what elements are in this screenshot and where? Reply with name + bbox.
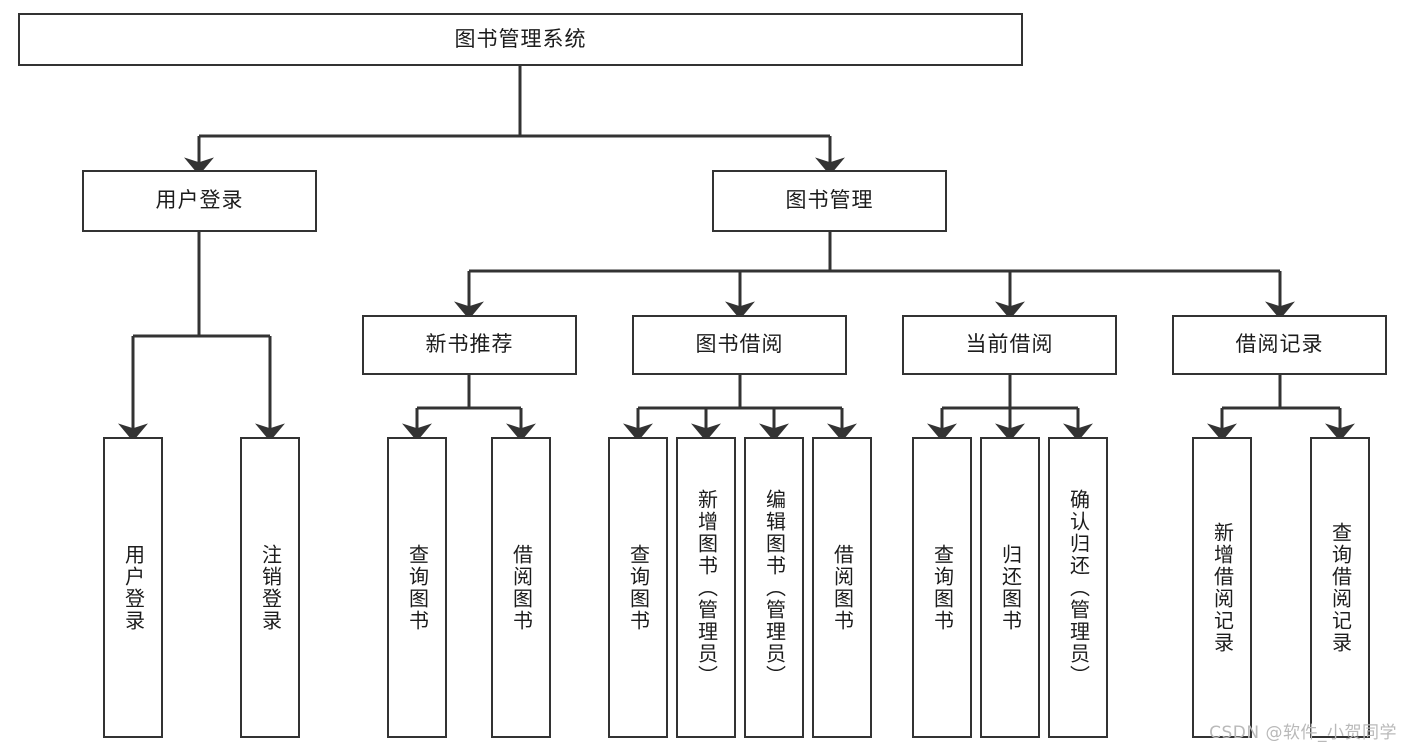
- node-leaf-edit-book[interactable]: 编辑图书（管理员）: [744, 437, 804, 738]
- node-leaf-user-login-label: 用户登录: [121, 543, 146, 632]
- node-leaf-return-book-label: 归还图书: [998, 543, 1023, 632]
- node-new-book-recommend[interactable]: 新书推荐: [362, 315, 577, 375]
- node-leaf-query-book-1[interactable]: 查询图书: [387, 437, 447, 738]
- node-leaf-query-book-2[interactable]: 查询图书: [608, 437, 668, 738]
- node-leaf-borrow-book-2[interactable]: 借阅图书: [812, 437, 872, 738]
- node-current-borrow[interactable]: 当前借阅: [902, 315, 1117, 375]
- node-leaf-query-book-3-label: 查询图书: [930, 543, 955, 632]
- node-leaf-edit-book-label: 编辑图书（管理员）: [762, 488, 787, 687]
- node-leaf-add-record-label: 新增借阅记录: [1210, 521, 1235, 654]
- node-leaf-borrow-book-2-label: 借阅图书: [830, 543, 855, 632]
- watermark-text: CSDN @软件_小贺同学: [1209, 723, 1397, 743]
- node-leaf-query-book-2-label: 查询图书: [626, 543, 651, 632]
- node-leaf-query-record-label: 查询借阅记录: [1328, 521, 1353, 654]
- node-leaf-return-book[interactable]: 归还图书: [980, 437, 1040, 738]
- node-leaf-query-book-1-label: 查询图书: [405, 543, 430, 632]
- node-leaf-borrow-book-1-label: 借阅图书: [509, 543, 534, 632]
- node-leaf-borrow-book-1[interactable]: 借阅图书: [491, 437, 551, 738]
- node-user-login[interactable]: 用户登录: [82, 170, 317, 232]
- node-leaf-logout-login-label: 注销登录: [258, 543, 283, 632]
- node-leaf-add-book[interactable]: 新增图书（管理员）: [676, 437, 736, 738]
- node-borrow-record-label: 借阅记录: [1235, 332, 1324, 357]
- node-leaf-logout-login[interactable]: 注销登录: [240, 437, 300, 738]
- node-leaf-confirm-return[interactable]: 确认归还（管理员）: [1048, 437, 1108, 738]
- node-book-borrow-label: 图书借阅: [695, 332, 784, 357]
- node-user-login-label: 用户登录: [155, 188, 244, 213]
- node-book-manage[interactable]: 图书管理: [712, 170, 947, 232]
- node-book-manage-label: 图书管理: [785, 188, 874, 213]
- node-borrow-record[interactable]: 借阅记录: [1172, 315, 1387, 375]
- node-leaf-query-record[interactable]: 查询借阅记录: [1310, 437, 1370, 738]
- node-current-borrow-label: 当前借阅: [965, 332, 1054, 357]
- node-leaf-add-record[interactable]: 新增借阅记录: [1192, 437, 1252, 738]
- node-leaf-add-book-label: 新增图书（管理员）: [694, 488, 719, 687]
- node-root[interactable]: 图书管理系统: [18, 13, 1023, 66]
- node-book-borrow[interactable]: 图书借阅: [632, 315, 847, 375]
- node-leaf-confirm-return-label: 确认归还（管理员）: [1066, 488, 1091, 687]
- node-leaf-query-book-3[interactable]: 查询图书: [912, 437, 972, 738]
- node-leaf-user-login[interactable]: 用户登录: [103, 437, 163, 738]
- node-new-book-recommend-label: 新书推荐: [425, 332, 514, 357]
- node-root-label: 图书管理系统: [454, 26, 587, 51]
